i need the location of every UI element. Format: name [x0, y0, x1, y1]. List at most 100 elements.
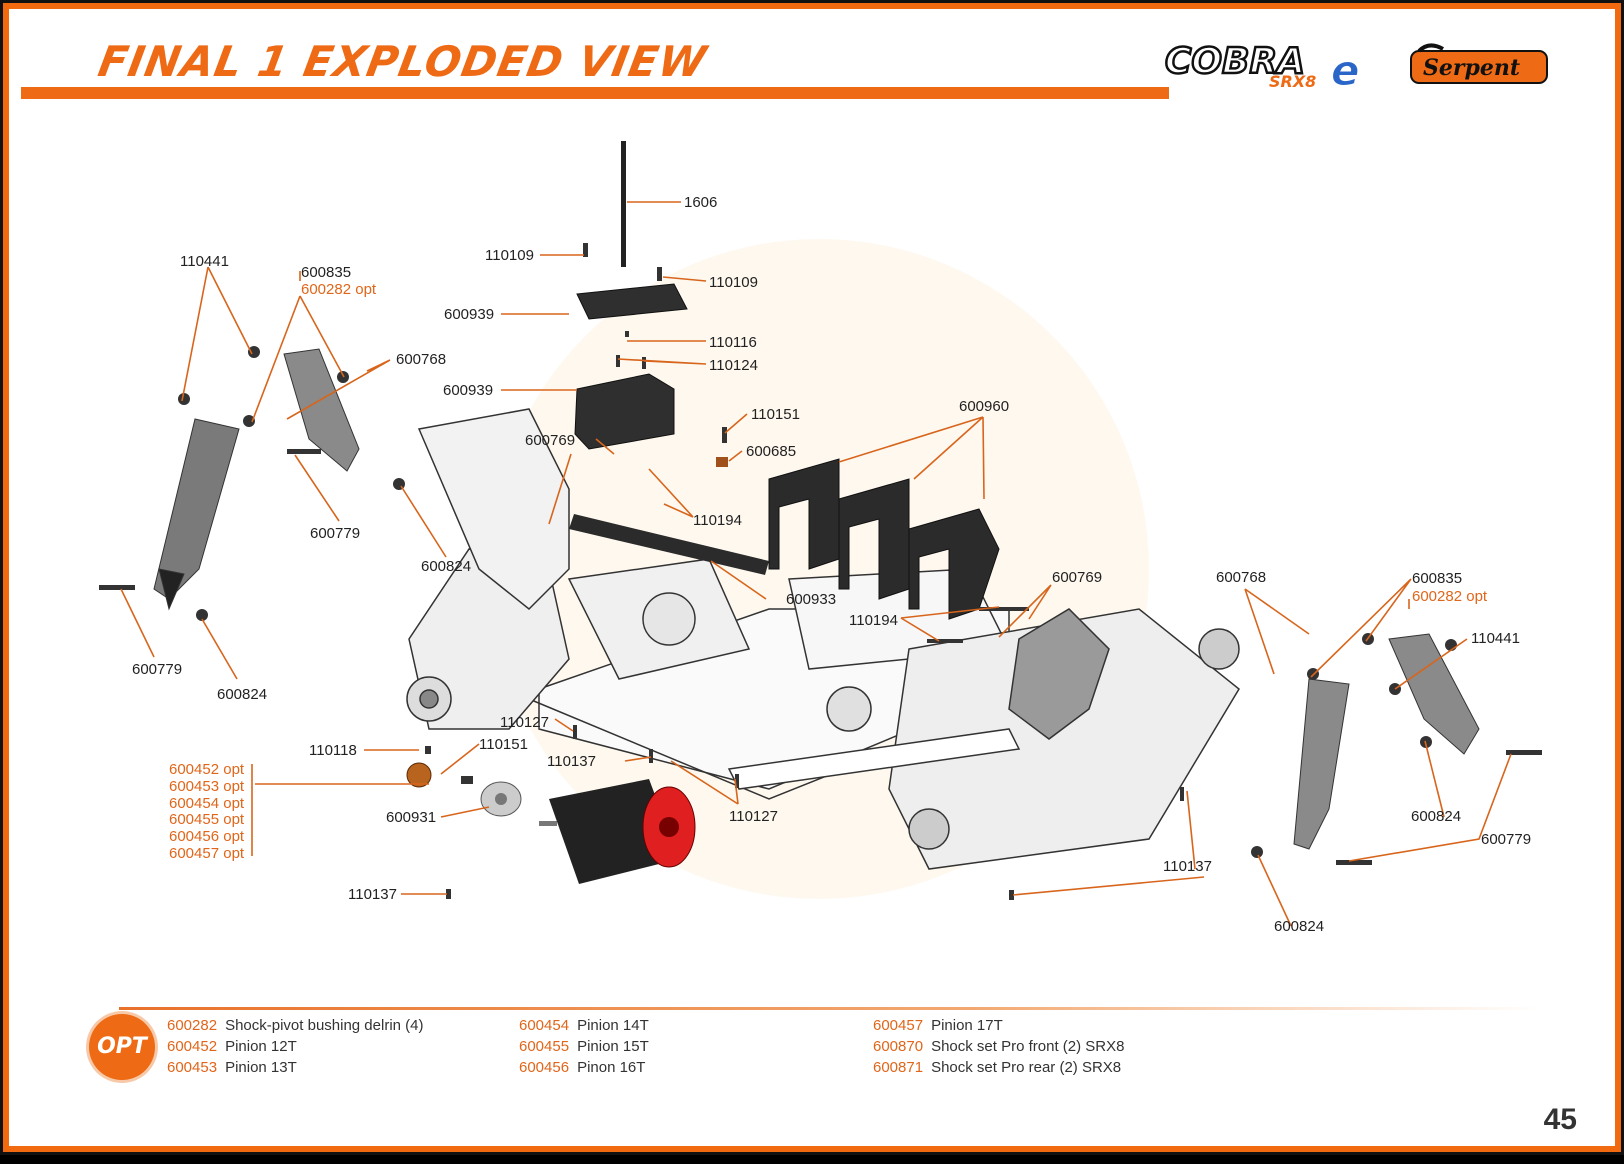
part-code: 600454 — [519, 1017, 570, 1034]
label-110137-c: 110137 — [1163, 858, 1212, 875]
part-code: 600456 — [519, 1059, 570, 1076]
cobra-logo-e: e — [1331, 46, 1360, 91]
part-name: Pinion 17T — [931, 1017, 1003, 1034]
label-110109-a: 110109 — [485, 247, 534, 264]
label-pinion-600452: 600452 opt — [169, 761, 245, 778]
label-600933: 600933 — [786, 591, 836, 608]
label-110151-a: 110151 — [751, 406, 800, 423]
shock-rear-right-2 — [1388, 633, 1480, 755]
serpent-logo: Serpent — [1410, 43, 1548, 84]
optional-part-row: 600457 Pinion 17T — [873, 1015, 1124, 1036]
label-110151-b: 110151 — [479, 736, 528, 753]
shock-front-left-2 — [283, 348, 360, 472]
label-110194-b: 110194 — [849, 612, 898, 629]
label-1606: 1606 — [684, 194, 717, 211]
optional-part-row: 600455 Pinion 15T — [519, 1036, 649, 1057]
label-600835-b: 600835 — [1412, 570, 1462, 587]
optional-part-row: 600870 Shock set Pro front (2) SRX8 — [873, 1036, 1124, 1057]
part-code: 600457 — [873, 1017, 924, 1034]
battery-strap-parts — [768, 458, 1000, 620]
label-600835-a: 600835 — [301, 264, 351, 281]
label-110441-a: 110441 — [180, 253, 229, 270]
motor-part — [539, 779, 696, 884]
label-600769-b: 600769 — [1052, 569, 1102, 586]
optional-part-row: 600453 Pinion 13T — [167, 1057, 424, 1078]
part-code: 600871 — [873, 1059, 924, 1076]
hardware-parts — [99, 243, 1542, 900]
footer-divider — [119, 1007, 1539, 1010]
optional-parts-col1: 600282 Shock-pivot bushing delrin (4) 600… — [167, 1015, 424, 1078]
part-name: Pinon 16T — [577, 1059, 646, 1076]
part-name: Shock set Pro front (2) SRX8 — [931, 1038, 1125, 1055]
part-name: Shock-pivot bushing delrin (4) — [225, 1017, 424, 1034]
label-pinion-600456: 600456 opt — [169, 828, 245, 845]
label-600779-c: 600779 — [1481, 831, 1531, 848]
label-600824-a: 600824 — [421, 558, 471, 575]
cobra-logo-text: COBRA — [1165, 41, 1305, 82]
label-110194-a: 110194 — [693, 512, 742, 529]
part-code: 600282 — [167, 1017, 218, 1034]
label-600769-a: 600769 — [525, 432, 575, 449]
label-600282-opt-b: 600282 opt — [1412, 588, 1488, 605]
optional-part-row: 600454 Pinion 14T — [519, 1015, 649, 1036]
label-110127-b: 110127 — [729, 808, 778, 825]
antenna-tube — [621, 141, 626, 267]
label-pinion-600455: 600455 opt — [169, 811, 245, 828]
label-600939-b: 600939 — [443, 382, 493, 399]
part-code: 600452 — [167, 1038, 218, 1055]
serpent-logo-text: Serpent — [1423, 55, 1520, 81]
label-110127-a: 110127 — [500, 714, 549, 731]
leader-lines — [120, 201, 1512, 927]
label-600824-c: 600824 — [1411, 808, 1461, 825]
label-110116: 110116 — [709, 334, 757, 351]
cobra-srx8e-logo: COBRA SRX8 e — [1164, 40, 1360, 91]
label-pinion-600457: 600457 opt — [169, 845, 245, 862]
optional-part-row: 600452 Pinion 12T — [167, 1036, 424, 1057]
shock-rear-right — [1293, 678, 1350, 850]
optional-part-row: 600871 Shock set Pro rear (2) SRX8 — [873, 1057, 1124, 1078]
part-name: Pinion 13T — [225, 1059, 297, 1076]
label-600768-b: 600768 — [1216, 569, 1266, 586]
cobra-logo-sub: SRX8 — [1269, 72, 1316, 91]
pinion-gear-part — [406, 762, 432, 788]
part-name: Pinion 12T — [225, 1038, 297, 1055]
label-600685: 600685 — [746, 443, 796, 460]
opt-badge: OPT — [89, 1014, 155, 1080]
label-110118: 110118 — [309, 742, 357, 759]
shock-front-left — [153, 418, 240, 611]
label-600931: 600931 — [386, 809, 436, 826]
exploded-view-drawing: 1606 110109 110109 600939 110116 110124 … — [99, 141, 1542, 935]
label-110109-b: 110109 — [709, 274, 758, 291]
part-name: Shock set Pro rear (2) SRX8 — [931, 1059, 1122, 1076]
label-600824-b: 600824 — [217, 686, 267, 703]
chassis-brace-part — [569, 514, 769, 575]
label-600824-d: 600824 — [1274, 918, 1324, 935]
part-code: 600455 — [519, 1038, 570, 1055]
label-pinion-600453: 600453 opt — [169, 778, 245, 795]
label-110124: 110124 — [709, 357, 758, 374]
label-600768-a: 600768 — [396, 351, 446, 368]
part-name: Pinion 15T — [577, 1038, 649, 1055]
label-600960: 600960 — [959, 398, 1009, 415]
label-600779-b: 600779 — [132, 661, 182, 678]
part-code: 600453 — [167, 1059, 218, 1076]
title-underline — [21, 87, 1169, 99]
part-code: 600870 — [873, 1038, 924, 1055]
label-pinion-600454: 600454 opt — [169, 795, 245, 812]
label-600939-a: 600939 — [444, 306, 494, 323]
optional-parts-col3: 600457 Pinion 17T 600870 Shock set Pro fro… — [873, 1015, 1124, 1078]
motor-mount-part — [480, 781, 522, 817]
optional-parts-col2: 600454 Pinion 14T 600455 Pinion 15T 600456… — [519, 1015, 649, 1078]
page-number: 45 — [1543, 1103, 1577, 1136]
chassis-illustration — [406, 408, 1240, 870]
optional-part-row: 600282 Shock-pivot bushing delrin (4) — [167, 1015, 424, 1036]
receiver-box-parts — [574, 283, 688, 450]
label-110137-a: 110137 — [547, 753, 596, 770]
optional-part-row: 600456 Pinon 16T — [519, 1057, 649, 1078]
label-110441-b: 110441 — [1471, 630, 1520, 647]
label-600779-a: 600779 — [310, 525, 360, 542]
label-110137-b: 110137 — [348, 886, 397, 903]
part-name: Pinion 14T — [577, 1017, 649, 1034]
label-600282-opt-a: 600282 opt — [301, 281, 377, 298]
